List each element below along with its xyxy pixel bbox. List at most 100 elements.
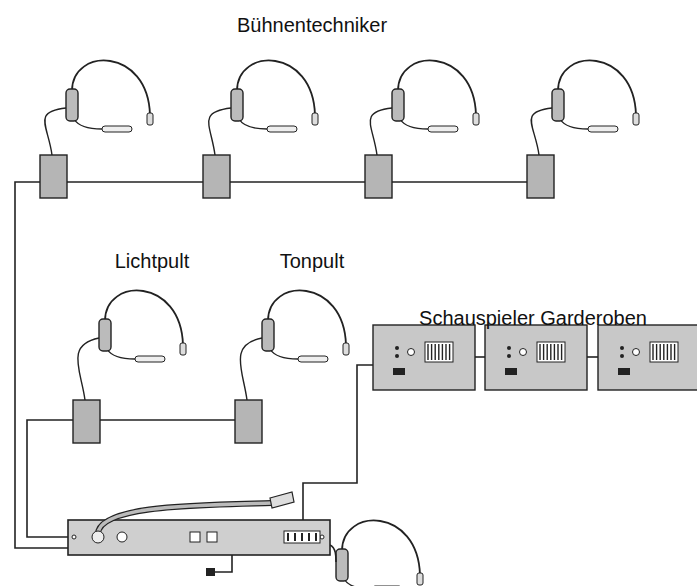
grill-bar xyxy=(561,344,562,360)
grill-bar xyxy=(435,344,436,360)
grill-bar xyxy=(652,344,653,360)
grill-bar xyxy=(431,344,432,360)
cable xyxy=(475,356,485,358)
mic-boom xyxy=(74,119,102,129)
belt-pack xyxy=(365,155,392,198)
main-station xyxy=(68,520,330,555)
grill-bar xyxy=(667,344,668,360)
microphone xyxy=(588,126,618,132)
grill xyxy=(537,342,565,362)
speaker-panel xyxy=(373,325,475,390)
mic-boom xyxy=(560,119,588,129)
grill-bar xyxy=(554,344,555,360)
volume-switch xyxy=(618,368,630,375)
headset-cable xyxy=(370,108,392,155)
headset xyxy=(240,291,349,400)
grill-bar xyxy=(442,344,443,360)
button xyxy=(633,349,640,356)
grill-bar xyxy=(547,344,548,360)
mic-boom xyxy=(239,119,267,129)
headband xyxy=(72,61,150,115)
earpiece xyxy=(231,89,243,121)
belt-pack xyxy=(73,400,100,443)
headband-pad xyxy=(633,113,639,125)
led xyxy=(395,354,399,358)
mic-boom xyxy=(400,119,428,129)
earpiece xyxy=(336,549,348,581)
grill-bar xyxy=(449,344,450,360)
power-plug xyxy=(206,568,215,576)
grill xyxy=(650,342,678,362)
cable xyxy=(330,545,336,562)
volume-switch xyxy=(393,368,405,375)
button xyxy=(190,532,200,542)
belt-pack xyxy=(235,400,262,443)
led xyxy=(620,354,624,358)
channel-bar xyxy=(315,533,317,541)
headband xyxy=(105,291,183,345)
mic-socket xyxy=(92,531,104,543)
channel-display xyxy=(284,531,320,543)
headset xyxy=(78,291,186,400)
headset-cable xyxy=(45,108,66,155)
earpiece xyxy=(552,89,564,121)
led xyxy=(620,346,624,350)
headset-cable xyxy=(531,108,552,155)
cable xyxy=(53,181,540,183)
channel-bar xyxy=(301,533,303,541)
earpiece xyxy=(392,89,404,121)
gooseneck xyxy=(98,503,272,535)
headband xyxy=(398,61,476,115)
grill-bar xyxy=(543,344,544,360)
microphone xyxy=(428,126,458,132)
grill-bar xyxy=(674,344,675,360)
grill-bar xyxy=(656,344,657,360)
grill-bar xyxy=(550,344,551,360)
microphone xyxy=(267,126,297,132)
headset xyxy=(370,61,479,155)
belt-pack xyxy=(203,155,230,198)
dressing-room-speaker xyxy=(485,325,587,390)
cable xyxy=(587,356,598,358)
belt-pack xyxy=(40,155,67,198)
grill xyxy=(425,342,453,362)
grill-bar xyxy=(427,344,428,360)
group-label: Lichtpult xyxy=(115,250,190,272)
microphone xyxy=(298,356,328,362)
led xyxy=(395,346,399,350)
headset-cable xyxy=(209,108,231,155)
headset xyxy=(531,61,639,155)
grill-bar xyxy=(663,344,664,360)
button xyxy=(207,532,217,542)
group-label: Schauspieler Garderoben xyxy=(419,307,647,329)
headband-pad xyxy=(343,343,349,355)
cable xyxy=(15,182,68,548)
button xyxy=(408,349,415,356)
headband xyxy=(268,291,346,345)
cable xyxy=(214,555,232,572)
volume-switch xyxy=(505,368,517,375)
knob xyxy=(117,532,127,542)
headband-pad xyxy=(180,343,186,355)
dressing-room-speaker xyxy=(373,325,475,390)
headband-pad xyxy=(147,113,153,125)
group-label: Bühnentechniker xyxy=(237,14,387,36)
grill-bar xyxy=(438,344,439,360)
speaker-panel xyxy=(485,325,587,390)
belt-pack xyxy=(527,155,554,198)
dressing-room-speaker xyxy=(598,325,697,390)
headset-cable xyxy=(240,338,262,400)
group-label: Tonpult xyxy=(280,250,345,272)
grill-bar xyxy=(445,344,446,360)
rack-screw xyxy=(72,535,76,539)
headband xyxy=(558,61,636,115)
channel-bar xyxy=(287,533,289,541)
headset xyxy=(45,61,153,155)
led xyxy=(507,346,511,350)
cable xyxy=(27,420,73,537)
channel-bar xyxy=(308,533,310,541)
button xyxy=(520,349,527,356)
gooseneck-mic xyxy=(270,492,294,508)
cable xyxy=(303,365,373,520)
